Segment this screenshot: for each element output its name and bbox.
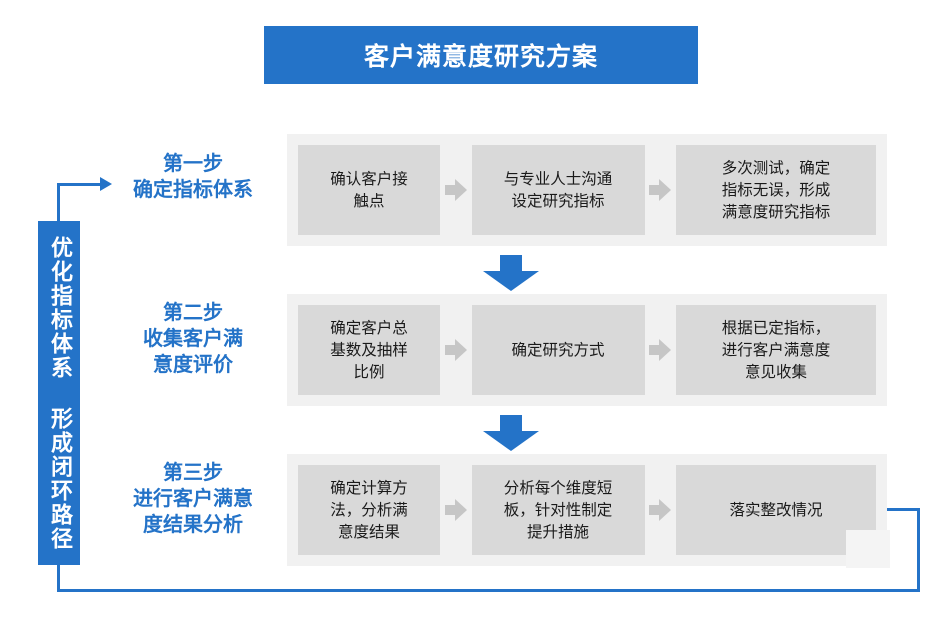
step-row-2: 确定客户总 基数及抽样 比例 确定研究方式 根据已定指标， 进行客户满意度 意见… xyxy=(287,294,887,406)
step-3-box-1[interactable]: 确定计算方 法，分析满 意度结果 xyxy=(298,465,440,555)
step-3-box-1-text: 确定计算方 法，分析满 意度结果 xyxy=(330,479,408,541)
step-3-box-2[interactable]: 分析每个维度短 板，针对性制定 提升措施 xyxy=(471,465,645,555)
step-1-box-3-text: 多次测试，确定 指标无误，形成 满意度研究指标 xyxy=(721,159,831,221)
side-banner: 优化指标体系 形成闭环路径 xyxy=(38,221,80,565)
arrow-down-icon-2 xyxy=(483,415,539,451)
loop-top-vertical-line xyxy=(57,183,60,223)
step-1-box-1[interactable]: 确认客户接 触点 xyxy=(298,145,440,235)
arrow-right-icon xyxy=(444,179,467,201)
step-3-box-3-text: 落实整改情况 xyxy=(729,501,823,519)
step-label-2: 第二步 收集客户满 意度评价 xyxy=(143,300,243,376)
step-2-box-3-text: 根据已定指标， 进行客户满意度 意见收集 xyxy=(721,319,831,381)
step-2-box-2-text: 确定研究方式 xyxy=(511,341,605,359)
step-2-box-1-text: 确定客户总 基数及抽样 比例 xyxy=(330,319,408,381)
arrow-right-icon xyxy=(649,339,672,361)
side-banner-label: 优化指标体系 形成闭环路径 xyxy=(47,235,72,551)
step-row-1: 确认客户接 触点 与专业人士沟通 设定研究指标 多次测试，确定 指标无误，形成 … xyxy=(287,134,887,246)
step-3-box-3[interactable]: 落实整改情况 xyxy=(676,465,876,555)
step-2-connector-2 xyxy=(645,339,677,361)
arrow-right-icon xyxy=(444,499,467,521)
watermark-block xyxy=(846,530,890,568)
loop-arrow-head-icon xyxy=(100,177,112,191)
step-1-box-2[interactable]: 与专业人士沟通 设定研究指标 xyxy=(471,145,645,235)
arrow-right-icon xyxy=(444,339,467,361)
step-1-box-3[interactable]: 多次测试，确定 指标无误，形成 满意度研究指标 xyxy=(676,145,876,235)
page-title-bar: 客户满意度研究方案 xyxy=(264,26,698,84)
step-3-connector-2 xyxy=(645,499,677,521)
step-2-box-1[interactable]: 确定客户总 基数及抽样 比例 xyxy=(298,305,440,395)
loop-right-horizontal-line xyxy=(878,508,920,511)
step-3-connector-1 xyxy=(440,499,472,521)
step-label-3: 第三步 进行客户满意 度结果分析 xyxy=(133,460,253,536)
step-3-box-2-text: 分析每个维度短 板，针对性制定 提升措施 xyxy=(503,479,613,541)
step-1-box-1-text: 确认客户接 触点 xyxy=(330,170,408,210)
loop-top-horizontal-line xyxy=(57,183,104,186)
loop-right-vertical-line xyxy=(917,508,920,592)
page-title: 客户满意度研究方案 xyxy=(363,42,598,71)
loop-bottom-horizontal-line xyxy=(57,589,920,592)
step-row-3: 确定计算方 法，分析满 意度结果 分析每个维度短 板，针对性制定 提升措施 落实… xyxy=(287,454,887,566)
step-2-box-2[interactable]: 确定研究方式 xyxy=(471,305,645,395)
step-2-box-3[interactable]: 根据已定指标， 进行客户满意度 意见收集 xyxy=(676,305,876,395)
arrow-right-icon xyxy=(649,499,672,521)
loop-bottom-vertical-line xyxy=(57,563,60,592)
step-label-1: 第一步 确定指标体系 xyxy=(133,151,253,201)
step-1-connector-2 xyxy=(645,179,677,201)
step-1-connector-1 xyxy=(440,179,472,201)
step-2-connector-1 xyxy=(440,339,472,361)
arrow-right-icon xyxy=(649,179,672,201)
arrow-down-icon-1 xyxy=(483,255,539,291)
step-1-box-2-text: 与专业人士沟通 设定研究指标 xyxy=(503,170,613,210)
